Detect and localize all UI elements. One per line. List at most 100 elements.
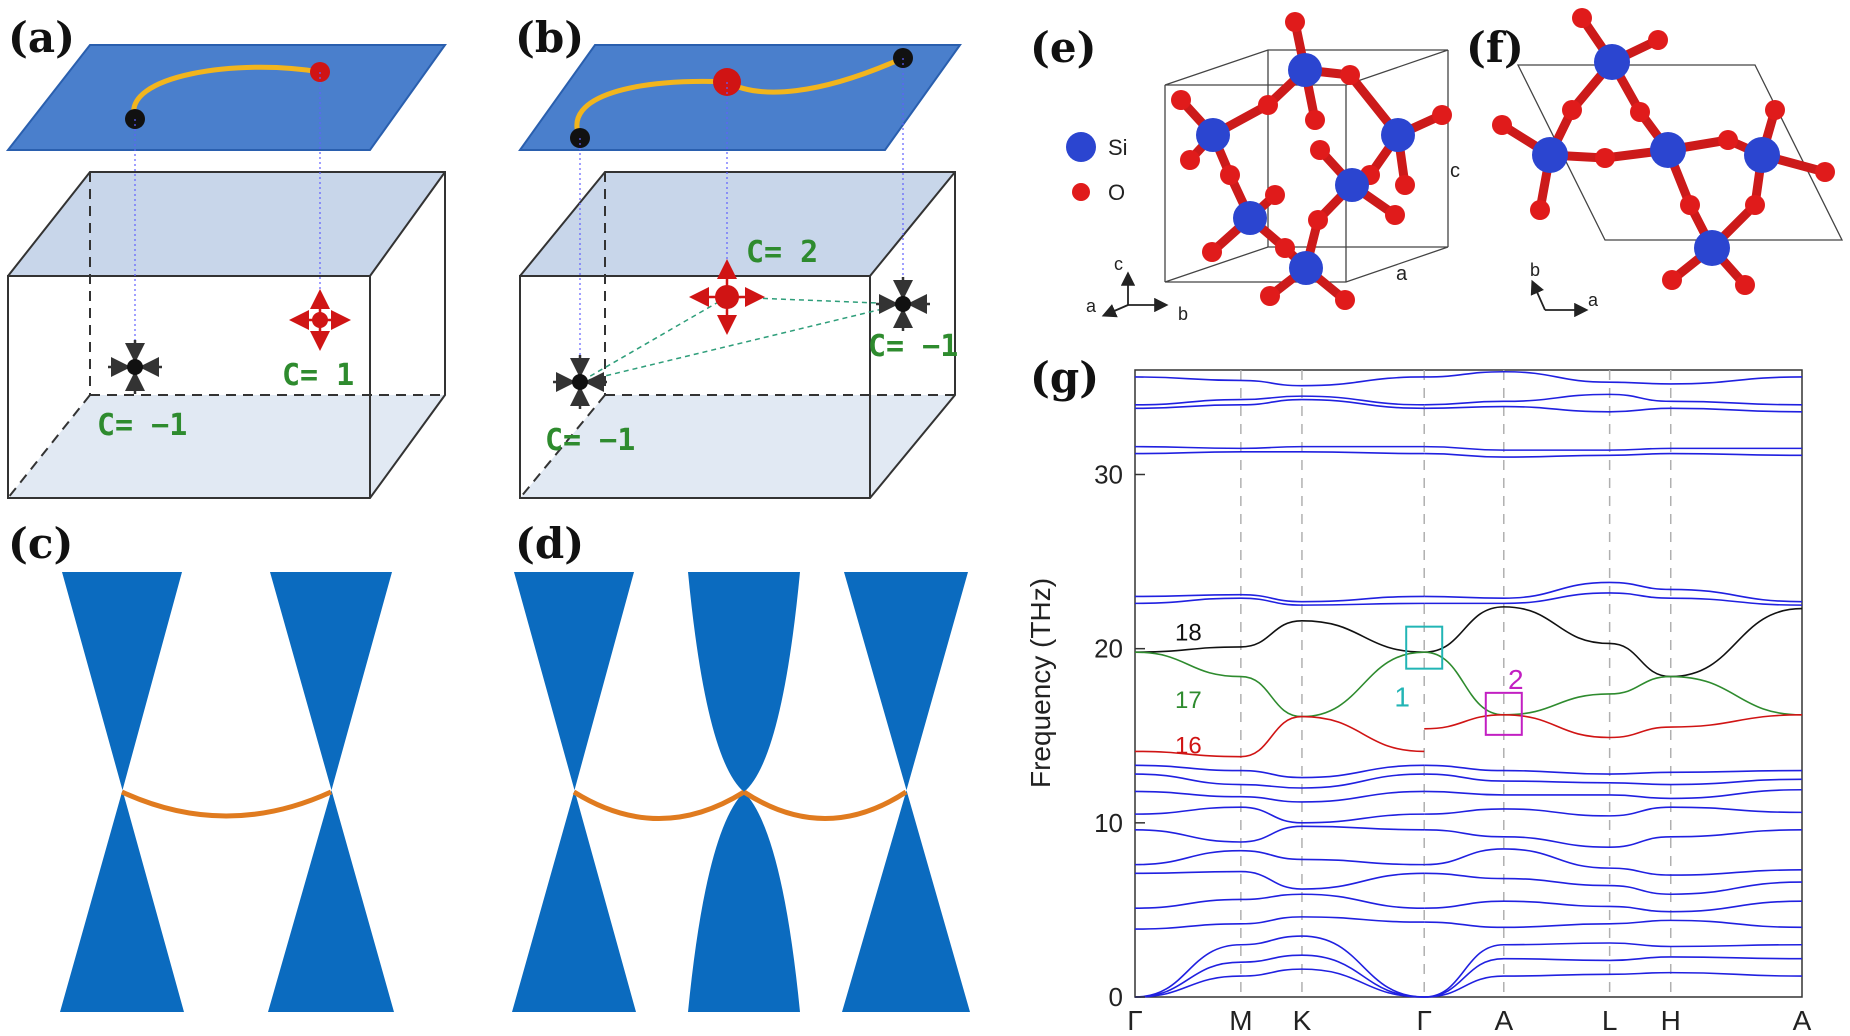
band-curve — [1134, 597, 1425, 606]
band-curves — [1134, 370, 1803, 998]
unit-cell-f — [1516, 64, 1844, 241]
triad-c-e: c — [1114, 254, 1123, 274]
x-tick-label: Γ — [1417, 1005, 1432, 1036]
band-curve — [1134, 954, 1425, 998]
band-curve — [1424, 393, 1803, 406]
band-curve — [1134, 451, 1425, 455]
x-tick-label: A — [1494, 1005, 1513, 1036]
marker-box — [1484, 691, 1523, 736]
band-curve — [1134, 849, 1425, 866]
panel-a-label: (a) — [8, 13, 75, 62]
band-label: 17 — [1175, 687, 1202, 714]
band-curve — [1424, 956, 1803, 998]
cell-axis-a: a — [1396, 263, 1408, 285]
weyl-node-right-b — [895, 296, 911, 312]
surface-arc-d-right — [742, 789, 908, 821]
x-tick-label: L — [1602, 1005, 1618, 1036]
o-legend-swatch — [1072, 183, 1090, 201]
x-tick-label: K — [1293, 1005, 1312, 1036]
y-tick-label: 20 — [1094, 634, 1123, 664]
band-curve — [1424, 714, 1803, 739]
weyl-node-left-b — [572, 374, 588, 390]
panel-e-label: (e) — [1030, 23, 1096, 72]
band-curve — [1134, 790, 1425, 803]
band-curve — [1134, 806, 1425, 824]
o-legend-label: O — [1108, 180, 1125, 205]
si-legend-swatch — [1066, 132, 1096, 162]
panel-e: (e) Si O c a — [1030, 12, 1460, 324]
band-curve — [1424, 764, 1803, 775]
x-tick-label: H — [1661, 1005, 1681, 1036]
plot-frame — [1134, 369, 1803, 998]
band-curve — [1424, 773, 1803, 786]
cone-center-d — [688, 572, 800, 1012]
band-curve — [1424, 919, 1803, 929]
x-tick-label: M — [1229, 1005, 1252, 1036]
panel-c-label: (c) — [8, 519, 73, 568]
triad-a-f: a — [1588, 290, 1599, 310]
band-curve — [1134, 715, 1425, 758]
triad-b-e: b — [1178, 304, 1188, 324]
fermi-arc-a — [131, 64, 321, 120]
x-tick-label: Γ — [1127, 1005, 1142, 1036]
band-curve — [1134, 916, 1425, 930]
box-side-b — [870, 172, 955, 498]
panel-d-label: (d) — [515, 519, 584, 568]
chern-neg-a: C= −1 — [97, 408, 187, 443]
box-top-b — [520, 172, 955, 276]
surface-arc-c — [120, 789, 333, 819]
weyl-node-pos-a — [312, 312, 328, 328]
band-curve — [1424, 848, 1803, 876]
band-curve — [1424, 900, 1803, 913]
band-curve — [1424, 445, 1803, 451]
band-curve — [1134, 968, 1425, 998]
oxygen-atoms-f — [1492, 8, 1835, 295]
surface-arc-d-left — [572, 789, 746, 821]
silicon-atoms-e — [1196, 53, 1415, 285]
panel-b: (b) — [515, 13, 962, 499]
band-curve — [1134, 893, 1425, 909]
y-axis-label: Frequency (THz) — [1025, 578, 1056, 788]
k-path-dividers — [1240, 370, 1672, 997]
oxygen-atoms-e — [1171, 12, 1452, 310]
band-curve — [1134, 445, 1425, 450]
panel-d: (d) — [512, 519, 970, 1012]
panel-f: (f) a b — [1466, 8, 1844, 318]
box-top-a — [8, 172, 445, 276]
band-curve — [1134, 593, 1425, 603]
band-curve — [1134, 376, 1425, 387]
band-curve — [1424, 651, 1803, 716]
axes-triad-e — [1101, 271, 1169, 318]
band-curve — [1134, 619, 1425, 653]
y-tick-label: 0 — [1109, 982, 1123, 1012]
triad-b-f: b — [1530, 260, 1540, 280]
band-curve — [1134, 651, 1425, 718]
legend-e: Si O — [1066, 132, 1128, 205]
cell-axis-c: c — [1450, 160, 1460, 182]
band-curve — [1424, 405, 1803, 413]
weyl-node-c2-b — [715, 285, 739, 309]
weyl-node-neg-a — [127, 359, 143, 375]
marker-box — [1405, 625, 1444, 670]
band-curve — [1134, 773, 1425, 789]
band-curve — [1424, 788, 1803, 800]
band-curve — [1424, 592, 1803, 606]
band-curve — [1134, 870, 1425, 890]
marker-label: 2 — [1508, 664, 1524, 695]
panel-b-label: (b) — [515, 13, 584, 62]
chern-top-b: C= 2 — [746, 235, 818, 270]
sink-arrows-b — [553, 277, 930, 409]
surface-plane-b — [518, 44, 962, 151]
band-curve — [1424, 581, 1803, 603]
band-curve — [1134, 764, 1425, 779]
surface-plane-a — [5, 44, 447, 151]
silicon-atoms-f — [1532, 44, 1780, 266]
band-label: 18 — [1175, 619, 1202, 646]
panel-a: (a) — [5, 13, 447, 499]
chern-left-b: C= −1 — [545, 423, 635, 458]
band-curve — [1134, 395, 1425, 406]
